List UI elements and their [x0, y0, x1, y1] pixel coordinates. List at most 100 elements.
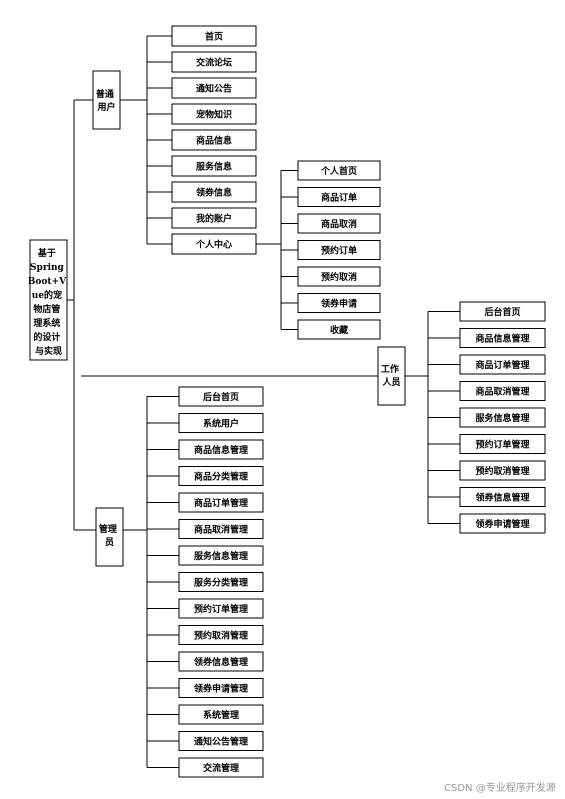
- staff-item: 领券信息管理: [459, 487, 546, 507]
- staff-item: 领券申请管理: [459, 513, 546, 534]
- user-item-label: 商品信息: [196, 135, 232, 147]
- admin-item-label: 预约取消管理: [194, 630, 248, 642]
- user-item-box: [171, 51, 257, 73]
- admin-item-label: 商品信息管理: [194, 444, 248, 456]
- user-label: 普通 用户: [96, 88, 117, 113]
- admin-item-box: [178, 651, 264, 672]
- personal-item: 预约取消: [297, 266, 381, 287]
- personal-item-box: [297, 319, 381, 340]
- staff-item-box: [459, 407, 546, 428]
- personal-item-box: [297, 266, 381, 287]
- personal-item-label: 领券申请: [321, 298, 357, 310]
- personal-item: 个人首页: [297, 160, 381, 181]
- user-item-label: 通知公告: [196, 83, 232, 95]
- admin-label: 管理 员: [99, 523, 120, 548]
- admin-item-box: [178, 439, 264, 460]
- personal-item-label: 预约订单: [321, 245, 357, 257]
- personal-item-box: [297, 187, 381, 207]
- user-item: 个人中心: [171, 233, 257, 255]
- user-item-label: 首页: [205, 31, 223, 43]
- admin-item: 服务分类管理: [178, 572, 264, 592]
- user-item: 交流论坛: [171, 51, 257, 73]
- user-node: 普通 用户: [92, 70, 121, 130]
- staff-item-box: [459, 460, 546, 481]
- admin-item-label: 服务信息管理: [194, 550, 248, 562]
- staff-item-label: 预约取消管理: [475, 465, 529, 477]
- staff-item-box: [459, 381, 546, 401]
- admin-item: 商品信息管理: [178, 439, 264, 460]
- admin-item: 后台首页: [178, 386, 264, 407]
- staff-item-label: 商品订单管理: [475, 359, 529, 371]
- staff-item-label: 商品信息管理: [475, 333, 529, 345]
- user-item: 服务信息: [171, 155, 257, 177]
- user-item-label: 交流论坛: [196, 57, 232, 69]
- admin-item-box: [178, 625, 264, 645]
- staff-item: 后台首页: [459, 301, 546, 322]
- admin-item: 系统用户: [178, 413, 264, 433]
- personal-item-box: [297, 240, 381, 260]
- user-item-label: 宠物知识: [196, 109, 232, 121]
- staff-label: 工作 人员: [381, 363, 402, 388]
- admin-item: 预约订单管理: [178, 598, 264, 619]
- user-item: 领券信息: [171, 181, 257, 203]
- user-item-label: 个人中心: [195, 239, 232, 251]
- user-item-box: [171, 103, 257, 125]
- staff-node: 工作 人员: [377, 346, 406, 406]
- personal-item-label: 商品取消: [321, 218, 357, 230]
- admin-menu-list: 后台首页系统用户商品信息管理商品分类管理商品订单管理商品取消管理服务信息管理服务…: [178, 386, 264, 778]
- staff-item-label: 服务信息管理: [475, 412, 529, 424]
- admin-item-label: 系统管理: [203, 709, 239, 721]
- admin-item-box: [178, 413, 264, 433]
- admin-item: 商品分类管理: [178, 466, 264, 486]
- user-item-label: 我的账户: [196, 213, 232, 225]
- user-item-box: [171, 25, 257, 47]
- admin-item: 服务信息管理: [178, 545, 264, 566]
- connector-lines: [67, 35, 460, 768]
- personal-item: 商品订单: [297, 187, 381, 207]
- user-item: 通知公告: [171, 77, 257, 99]
- admin-item: 预约取消管理: [178, 625, 264, 645]
- admin-item-label: 预约订单管理: [194, 603, 248, 615]
- admin-item: 领券信息管理: [178, 651, 264, 672]
- staff-item-box: [459, 513, 546, 534]
- admin-item-box: [178, 386, 264, 407]
- admin-node: 管理 员: [95, 507, 124, 567]
- admin-item-box: [178, 519, 264, 539]
- user-item-box: [171, 181, 257, 203]
- personal-item-box: [297, 213, 381, 234]
- staff-item-label: 领券信息管理: [475, 492, 529, 504]
- watermark: CSDN @专业程序开发源: [444, 781, 556, 794]
- user-item: 宠物知识: [171, 103, 257, 125]
- admin-item-label: 商品订单管理: [194, 497, 248, 509]
- admin-item-label: 商品取消管理: [194, 524, 248, 536]
- user-item-box: [171, 77, 257, 99]
- staff-item: 商品订单管理: [459, 354, 546, 375]
- user-item: 我的账户: [171, 207, 257, 229]
- admin-item: 通知公告管理: [178, 731, 264, 751]
- staff-item-box: [459, 328, 546, 348]
- staff-item-label: 商品取消管理: [475, 386, 529, 398]
- root-node: 基于 Spring Boot+V ue的宠 物店管 理系统 的设计 与实现: [28, 239, 68, 361]
- user-item: 首页: [171, 25, 257, 47]
- staff-item-box: [459, 354, 546, 375]
- personal-item-label: 个人首页: [320, 165, 357, 177]
- admin-item-box: [178, 598, 264, 619]
- user-item-box: [171, 207, 257, 229]
- staff-menu-list: 后台首页商品信息管理商品订单管理商品取消管理服务信息管理预约订单管理预约取消管理…: [459, 301, 546, 534]
- staff-item: 服务信息管理: [459, 407, 546, 428]
- admin-item: 交流管理: [178, 757, 264, 778]
- staff-item: 商品信息管理: [459, 328, 546, 348]
- admin-item-box: [178, 757, 264, 778]
- admin-item-box: [178, 731, 264, 751]
- user-item-label: 服务信息: [196, 161, 232, 173]
- personal-item: 预约订单: [297, 240, 381, 260]
- admin-item-label: 系统用户: [203, 418, 239, 430]
- personal-item-label: 收藏: [330, 324, 348, 336]
- admin-item: 商品订单管理: [178, 492, 264, 513]
- admin-item-label: 交流管理: [203, 762, 239, 774]
- user-item-box: [171, 129, 257, 151]
- personal-item-box: [297, 293, 381, 313]
